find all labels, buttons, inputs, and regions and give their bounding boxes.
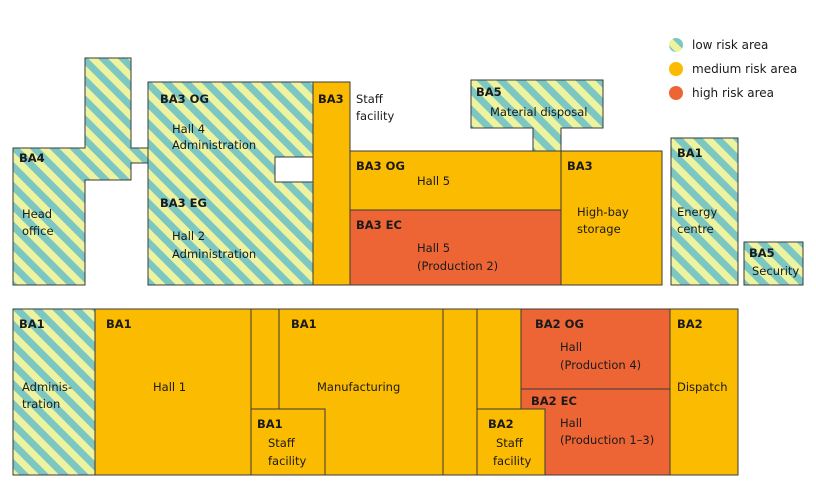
label-ba2-ec-code: BA2 EC <box>531 394 577 408</box>
label-ba4-line1: Head <box>22 207 52 221</box>
area-ba1-administration <box>12 308 96 476</box>
legend-high-swatch <box>669 86 683 100</box>
label-ba3-og-code: BA3 OG <box>160 92 209 106</box>
area-ba2-og-hall <box>520 308 671 390</box>
label-highbay-line2: storage <box>577 222 621 236</box>
label-hall1-line1: Hall 1 <box>153 380 186 394</box>
legend-medium-swatch <box>669 62 683 76</box>
label-ba1-admin-line2: tration <box>22 397 60 411</box>
area-ba1-energy-centre <box>670 137 739 286</box>
label-ba3-ec-code: BA3 EC <box>356 218 402 232</box>
label-dispatch-code: BA2 <box>677 317 703 331</box>
label-ba3-staff-line2: facility <box>356 109 395 123</box>
label-ba2-ec-line1: Hall <box>560 416 582 430</box>
label-hall4-line1: Hall 4 <box>172 122 205 136</box>
label-ba2-og-line1: Hall <box>560 340 582 354</box>
label-ba4-line2: office <box>22 224 54 238</box>
label-hall1-code: BA1 <box>106 317 132 331</box>
label-hall4-line2: Administration <box>172 138 256 152</box>
area-ba2-ec-hall <box>520 388 671 476</box>
label-ba5-material-line1: Material disposal <box>490 105 587 119</box>
label-ba3-staff-code: BA3 <box>318 92 344 106</box>
label-ba3-og-hall5-code: BA3 OG <box>356 159 405 173</box>
label-ba2-staff-line1: Staff <box>496 436 524 450</box>
label-dispatch-line1: Dispatch <box>677 380 728 394</box>
label-energy-line1: Energy <box>677 205 717 219</box>
label-ba3-ec-line1: Hall 5 <box>417 241 450 255</box>
label-energy-line2: centre <box>677 222 714 236</box>
area-ba2-staff-facility <box>476 408 546 476</box>
label-ba4-code: BA4 <box>19 151 45 165</box>
label-highbay-code: BA3 <box>567 159 593 173</box>
area-ba4-head-office <box>12 57 149 286</box>
label-ba3-staff-line1: Staff <box>356 92 384 106</box>
label-ba1-staff-line2: facility <box>268 454 307 468</box>
label-ba2-og-code: BA2 OG <box>535 317 584 331</box>
label-ba5-material-code: BA5 <box>476 85 502 99</box>
label-manufacturing-line1: Manufacturing <box>317 380 400 394</box>
label-security-code: BA5 <box>749 246 775 260</box>
area-ba3-high-bay-storage <box>560 150 663 286</box>
label-ba3-og-hall5-line1: Hall 5 <box>417 174 450 188</box>
label-ba3-eg-code: BA3 EG <box>160 196 207 210</box>
legend: low risk area medium risk area high risk… <box>669 38 797 100</box>
legend-medium-label: medium risk area <box>692 62 797 76</box>
label-ba2-og-line2: (Production 4) <box>560 358 641 372</box>
label-ba2-staff-code: BA2 <box>488 417 514 431</box>
label-hall2-line2: Administration <box>172 247 256 261</box>
label-highbay-line1: High-bay <box>577 205 629 219</box>
label-ba1-staff-code: BA1 <box>257 417 283 431</box>
label-security-line1: Security <box>752 264 799 278</box>
label-manufacturing-code: BA1 <box>291 317 317 331</box>
area-ba3-staff-facility <box>312 81 351 286</box>
legend-high-label: high risk area <box>692 86 774 100</box>
label-hall2-line1: Hall 2 <box>172 229 205 243</box>
label-ba1-admin-code: BA1 <box>19 317 45 331</box>
area-ba1-staff-facility <box>250 408 326 476</box>
label-ba3-ec-line2: (Production 2) <box>417 259 498 273</box>
label-ba2-staff-line2: facility <box>493 454 532 468</box>
legend-low-swatch <box>669 38 683 52</box>
area-ba5-security <box>743 241 804 286</box>
legend-low-label: low risk area <box>692 38 768 52</box>
label-ba1-admin-line1: Adminis- <box>22 380 72 394</box>
label-energy-code: BA1 <box>677 146 703 160</box>
area-ba3-ec-hall5 <box>349 209 562 286</box>
label-ba1-staff-line1: Staff <box>268 436 296 450</box>
label-ba2-ec-line2: (Production 1–3) <box>560 433 654 447</box>
